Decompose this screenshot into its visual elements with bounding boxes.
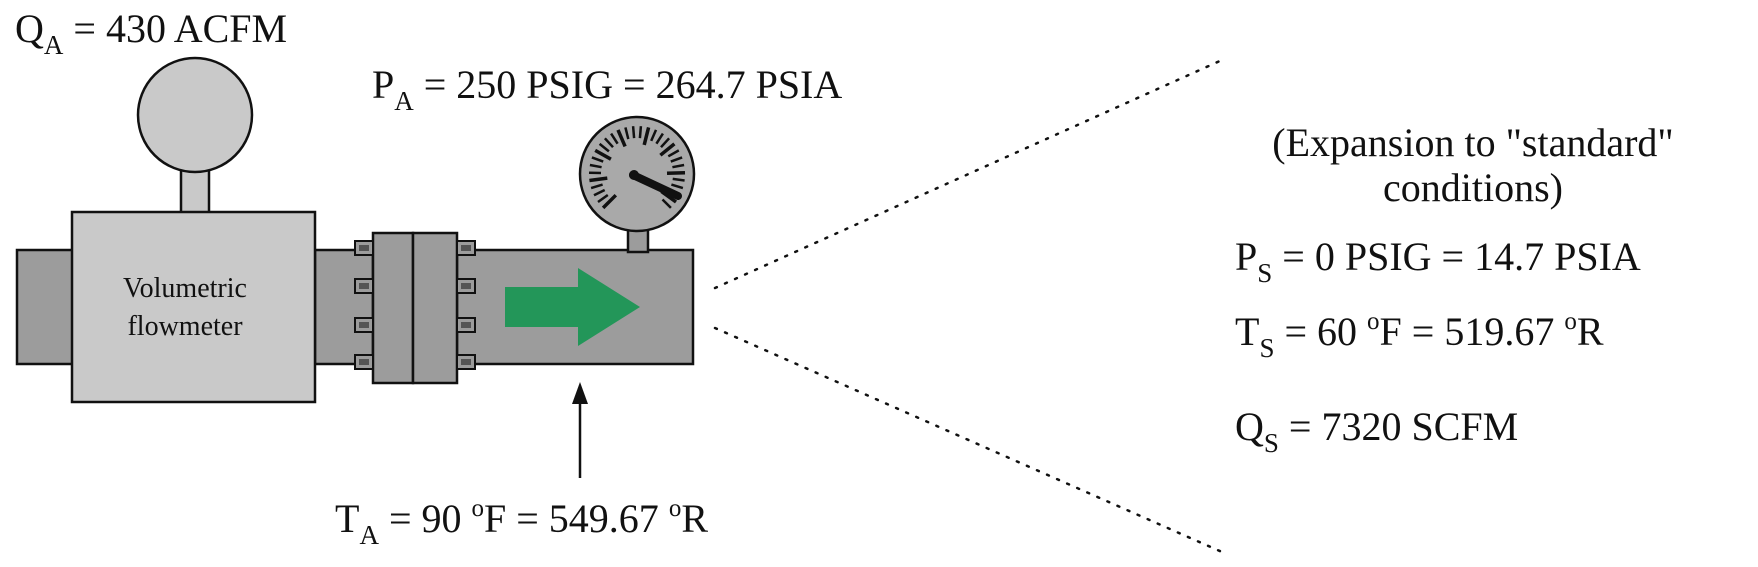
gauge-tick: [591, 156, 604, 163]
gauge-tick: [590, 183, 603, 190]
gauge-tick: [594, 148, 612, 161]
flange-bolt-nut: [359, 359, 369, 365]
flowmeter-neck: [179, 168, 211, 216]
flange-bolt-nut: [359, 245, 369, 251]
gauge-tick: [589, 176, 608, 183]
temperature-pointer-arrow: [572, 382, 588, 478]
gauge-tick: [601, 193, 618, 210]
actual-pressure-label: PA = 250 PSIG = 264.7 PSIA: [372, 62, 842, 116]
standard-heading-line1: (Expansion to "standard": [1272, 120, 1673, 165]
pipe-flange: [354, 231, 476, 385]
flowmeter-body: [70, 210, 317, 404]
flowmeter-label-line2: flowmeter: [127, 311, 243, 342]
gauge-tick: [672, 177, 685, 182]
flowmeter-label-line1: Volumetric: [123, 273, 247, 304]
flange-bolts: [354, 240, 476, 370]
flange-bolt-nut: [461, 322, 471, 328]
gauge-tick: [638, 126, 643, 139]
gauge-tick: [667, 149, 680, 158]
gauge-tick: [624, 127, 630, 140]
gauge-tick: [593, 188, 606, 197]
gauge-tick: [659, 142, 676, 157]
flange-bolt-nut: [359, 322, 369, 328]
standard-temperature-label: TS = 60 oF = 519.67 oR: [1235, 308, 1604, 363]
gauge-tick: [631, 126, 636, 139]
gauge-tick: [671, 183, 684, 190]
expansion-line-lower: [713, 326, 1224, 554]
gauge-tick: [603, 137, 614, 149]
flowmeter-head-icon: [136, 56, 254, 174]
gauge-tick: [661, 198, 672, 209]
flowmeter: Volumetric flowmeter: [70, 56, 317, 404]
flange-bolt-nut: [461, 283, 471, 289]
gauge-tick: [650, 129, 658, 142]
gauge-tick: [616, 129, 627, 148]
gauge-tick: [598, 142, 610, 153]
gauge-tick: [642, 126, 651, 146]
flange-bolt-nut: [461, 359, 471, 365]
standard-pressure-label: PS = 0 PSIG = 14.7 PSIA: [1235, 234, 1641, 288]
flange-bolt-nut: [461, 245, 471, 251]
standard-heading-line2: conditions): [1383, 165, 1563, 210]
actual-temperature-label: TA = 90 oF = 549.67 oR: [335, 495, 708, 550]
flow-direction-arrow-icon: [505, 268, 640, 346]
gauge-needle: [629, 171, 682, 200]
pipe-middle-segment: [313, 248, 375, 366]
flange-plate-right: [411, 231, 459, 385]
flange-bolt-nut: [359, 283, 369, 289]
expansion-line-upper: [713, 58, 1224, 290]
gauge-tick: [660, 137, 671, 149]
gauge-tick: [672, 163, 685, 169]
gauge-needle-hub: [629, 170, 639, 180]
gauge-tick: [655, 132, 664, 145]
pipe-left-stub: [15, 248, 77, 366]
gauge-tick: [670, 156, 683, 163]
standard-flow-label: QS = 7320 SCFM: [1235, 404, 1518, 458]
gauge-tick-marks: [588, 126, 686, 210]
gauge-tick: [610, 132, 619, 145]
gauge-tick: [597, 193, 609, 204]
pressure-gauge: [578, 115, 696, 254]
gauge-tick: [666, 170, 686, 175]
gauge-tick: [589, 163, 602, 169]
actual-flow-label: QA = 430 ACFM: [15, 6, 287, 60]
flange-plate-left: [371, 231, 415, 385]
